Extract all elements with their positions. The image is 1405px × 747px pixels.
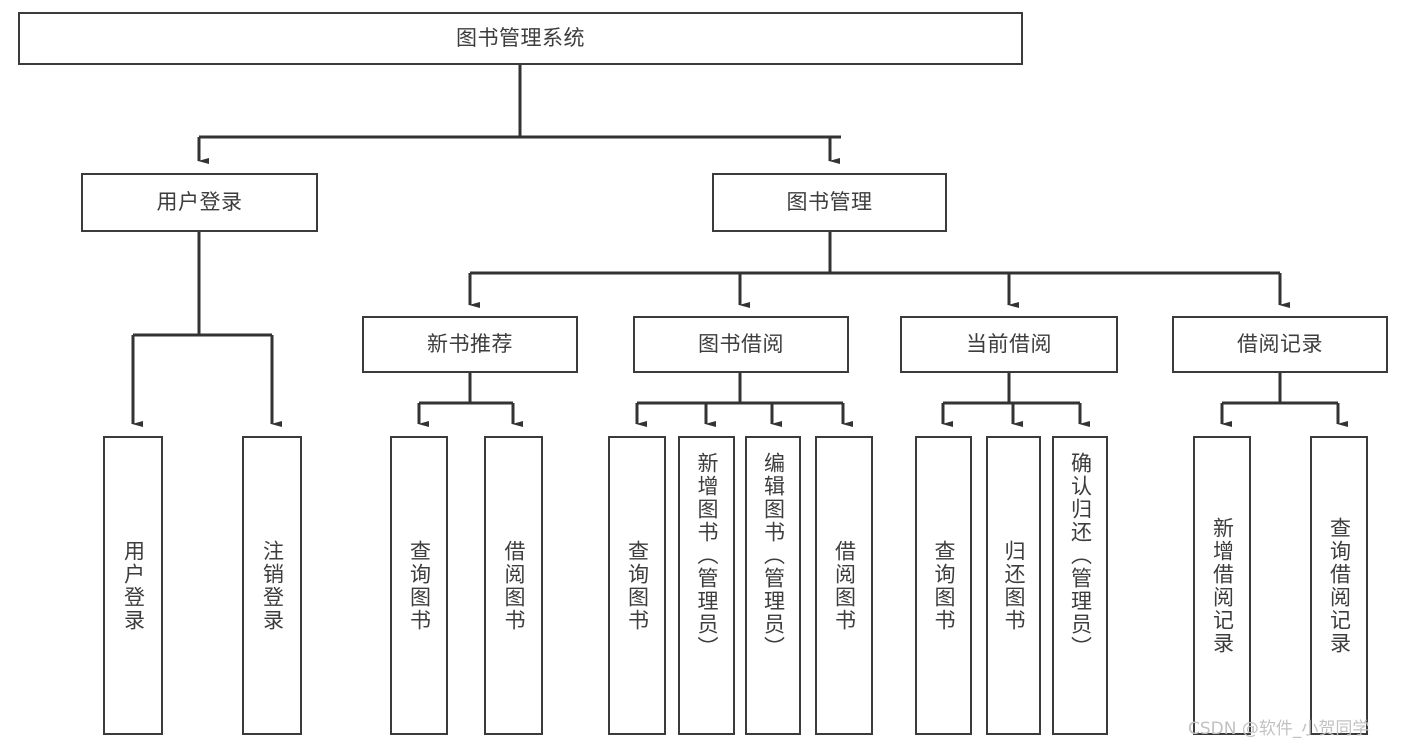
node-current-borrow[interactable]: 当前借阅 <box>900 316 1118 373</box>
node-root-label: 图书管理系统 <box>456 26 585 51</box>
node-leaf-add-book[interactable]: 新增图书（管理员） <box>678 436 735 735</box>
node-leaf-return-book[interactable]: 归还图书 <box>986 436 1041 735</box>
node-borrow-record-label: 借阅记录 <box>1237 332 1323 357</box>
node-book-management-label: 图书管理 <box>786 190 873 215</box>
node-leaf-borrow-book-2[interactable]: 借阅图书 <box>815 436 873 735</box>
node-leaf-query-record[interactable]: 查询借阅记录 <box>1310 436 1368 735</box>
node-book-borrow[interactable]: 图书借阅 <box>633 316 849 373</box>
node-leaf-query-book-2[interactable]: 查询图书 <box>608 436 666 735</box>
node-leaf-user-login-label: 用户登录 <box>121 539 146 632</box>
node-leaf-borrow-book-1[interactable]: 借阅图书 <box>484 436 543 735</box>
node-leaf-query-book-1-label: 查询图书 <box>407 539 432 632</box>
node-leaf-user-login[interactable]: 用户登录 <box>103 436 163 735</box>
node-leaf-logout-login-label: 注销登录 <box>260 539 285 632</box>
node-leaf-logout-login[interactable]: 注销登录 <box>242 436 302 735</box>
node-leaf-return-book-label: 归还图书 <box>1002 539 1026 632</box>
node-current-borrow-label: 当前借阅 <box>966 332 1052 357</box>
node-leaf-query-record-label: 查询借阅记录 <box>1327 516 1352 655</box>
node-book-management[interactable]: 图书管理 <box>712 173 947 232</box>
node-leaf-query-book-2-label: 查询图书 <box>625 539 650 632</box>
node-borrow-record[interactable]: 借阅记录 <box>1172 316 1388 373</box>
node-root[interactable]: 图书管理系统 <box>18 12 1023 65</box>
csdn-watermark: CSDN @软件_小贺同学 <box>1188 719 1370 739</box>
node-leaf-confirm-return-label: 确认归还（管理员） <box>1068 452 1093 659</box>
node-new-book-recommend[interactable]: 新书推荐 <box>362 316 578 373</box>
node-leaf-add-record[interactable]: 新增借阅记录 <box>1193 436 1251 735</box>
node-user-login-label: 用户登录 <box>156 190 243 215</box>
node-leaf-edit-book[interactable]: 编辑图书（管理员） <box>745 436 801 735</box>
node-leaf-borrow-book-2-label: 借阅图书 <box>832 539 857 632</box>
node-user-login[interactable]: 用户登录 <box>81 173 318 232</box>
node-leaf-query-book-3[interactable]: 查询图书 <box>915 436 972 735</box>
node-leaf-query-book-1[interactable]: 查询图书 <box>390 436 448 735</box>
node-leaf-edit-book-label: 编辑图书（管理员） <box>761 452 786 659</box>
node-leaf-add-record-label: 新增借阅记录 <box>1210 516 1235 655</box>
node-leaf-borrow-book-1-label: 借阅图书 <box>502 539 526 632</box>
node-leaf-confirm-return[interactable]: 确认归还（管理员） <box>1052 436 1108 735</box>
node-new-book-recommend-label: 新书推荐 <box>427 332 513 357</box>
node-book-borrow-label: 图书借阅 <box>698 332 784 357</box>
node-leaf-query-book-3-label: 查询图书 <box>932 539 956 632</box>
node-leaf-add-book-label: 新增图书（管理员） <box>695 452 719 659</box>
